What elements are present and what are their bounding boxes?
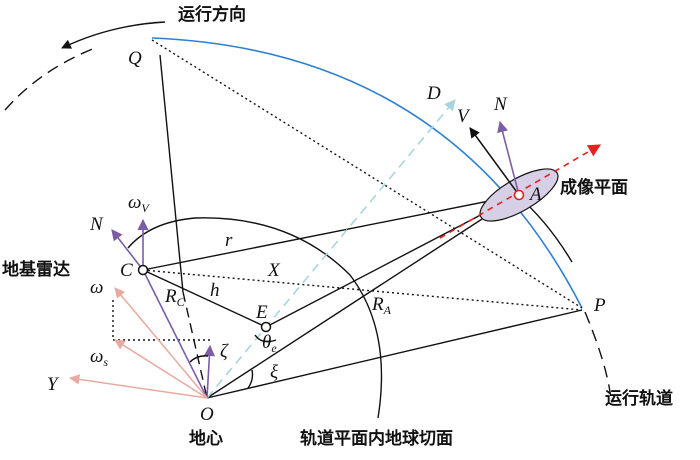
symbol-X: X [267, 260, 281, 281]
point-C-label: C [120, 260, 133, 281]
symbol-omega-s: ωs [90, 346, 108, 369]
point-A-label: A [528, 184, 542, 205]
point-D-label: D [426, 83, 441, 104]
line-O-C [142, 269, 208, 399]
symbol-zeta: ζ [220, 341, 229, 362]
line-O-A [206, 194, 520, 399]
omega-s-vector [114, 339, 208, 399]
symbol-Y: Y [47, 374, 60, 395]
zeta-angle-arc [189, 355, 209, 363]
symbol-h: h [210, 280, 220, 301]
earth-tangent-arc [127, 217, 383, 419]
los-O-D [206, 99, 456, 399]
symbol-omega-v: ωV [128, 192, 150, 215]
label-imaging-plane: 成像平面 [560, 177, 628, 198]
dotted-C-P [142, 269, 583, 311]
line-C-A [142, 194, 520, 271]
label-run-direction: 运行方向 [178, 4, 246, 25]
orbit-arc-blue [151, 37, 583, 309]
orbit-arc-dashed-left [4, 47, 96, 111]
omega-vector [114, 287, 208, 399]
run-direction-arrow [61, 21, 166, 49]
label-tangent-plane: 轨道平面内地球切面 [300, 428, 453, 449]
symbol-r: r [225, 230, 233, 251]
label-earth-center: 地心 [189, 428, 223, 449]
dotted-O-Q-lower [182, 291, 208, 399]
symbol-R-C: RC [164, 286, 186, 309]
label-ground-radar: 地基雷达 [2, 259, 70, 280]
line-C-E [142, 269, 267, 328]
dotted-O-Q [159, 54, 184, 293]
symbol-R-A: RA [371, 294, 392, 317]
point-Q-label: Q [128, 48, 142, 69]
label-run-orbit: 运行轨道 [605, 388, 673, 409]
velocity-vector-A [469, 127, 520, 196]
point-O-label: O [200, 404, 214, 425]
y-axis-vector [68, 374, 208, 399]
orbit-arc-dashed-right [584, 311, 612, 399]
symbol-omega: ω [90, 277, 103, 298]
theta-e-angle-arc [254, 334, 277, 343]
line-E-A [265, 194, 520, 328]
point-P-label: P [593, 295, 606, 316]
symbol-N-at-C: N [89, 214, 104, 235]
symbol-xi: ξ [270, 362, 279, 383]
zeta-vertical-vector [203, 344, 216, 399]
symbol-V: V [457, 106, 471, 127]
point-C-marker [137, 264, 149, 276]
point-E-label: E [255, 302, 268, 323]
line-O-P [206, 309, 583, 399]
chord-Q-P [151, 39, 583, 309]
point-E-marker [260, 321, 272, 333]
xi-angle-arc [247, 369, 254, 389]
normal-vector-A [497, 120, 520, 196]
symbol-theta-e: θe [262, 332, 277, 355]
point-A-marker [513, 189, 525, 201]
symbol-N-at-A: N [493, 94, 508, 115]
normal-vector-C [111, 229, 144, 271]
